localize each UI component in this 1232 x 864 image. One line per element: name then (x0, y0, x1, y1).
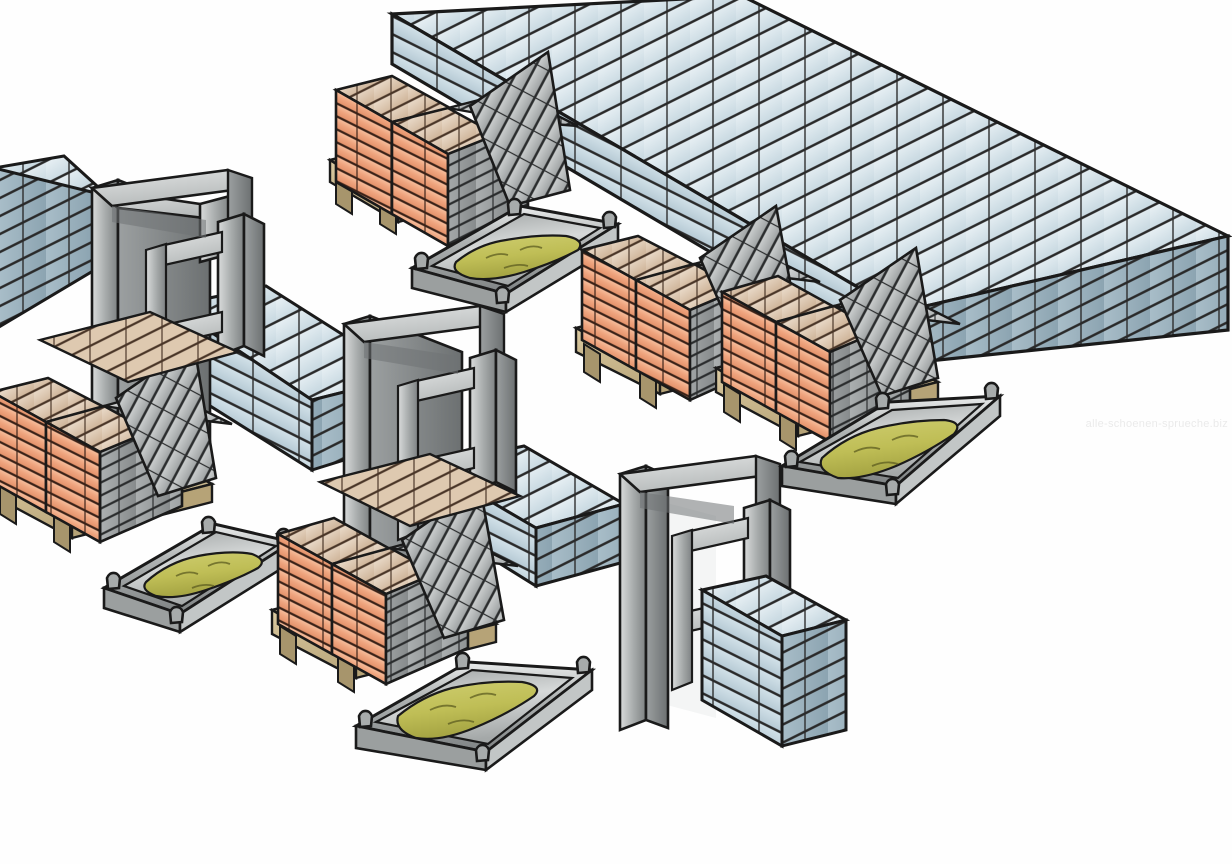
pallet-right-a (572, 203, 821, 410)
mortar-tub-upper (408, 197, 623, 315)
pallet-left (0, 310, 242, 554)
tub-handle (105, 515, 292, 625)
tub-handle (413, 197, 618, 305)
mortar-tub-bottom (351, 651, 597, 773)
mortar-heap (453, 234, 582, 281)
watermark-text: alle-schoenen-sprueche.biz (1085, 418, 1228, 430)
wall-bottom-right (697, 574, 851, 749)
mortar-heap (819, 418, 959, 480)
tub-handle (357, 651, 592, 763)
tub-handle (783, 381, 1000, 497)
mortar-heap (396, 680, 539, 740)
mortar-tub-right (777, 381, 1005, 507)
pallet-bottom-center (268, 452, 524, 694)
pallet-top-center (326, 49, 579, 249)
mortar-heap (143, 551, 263, 599)
